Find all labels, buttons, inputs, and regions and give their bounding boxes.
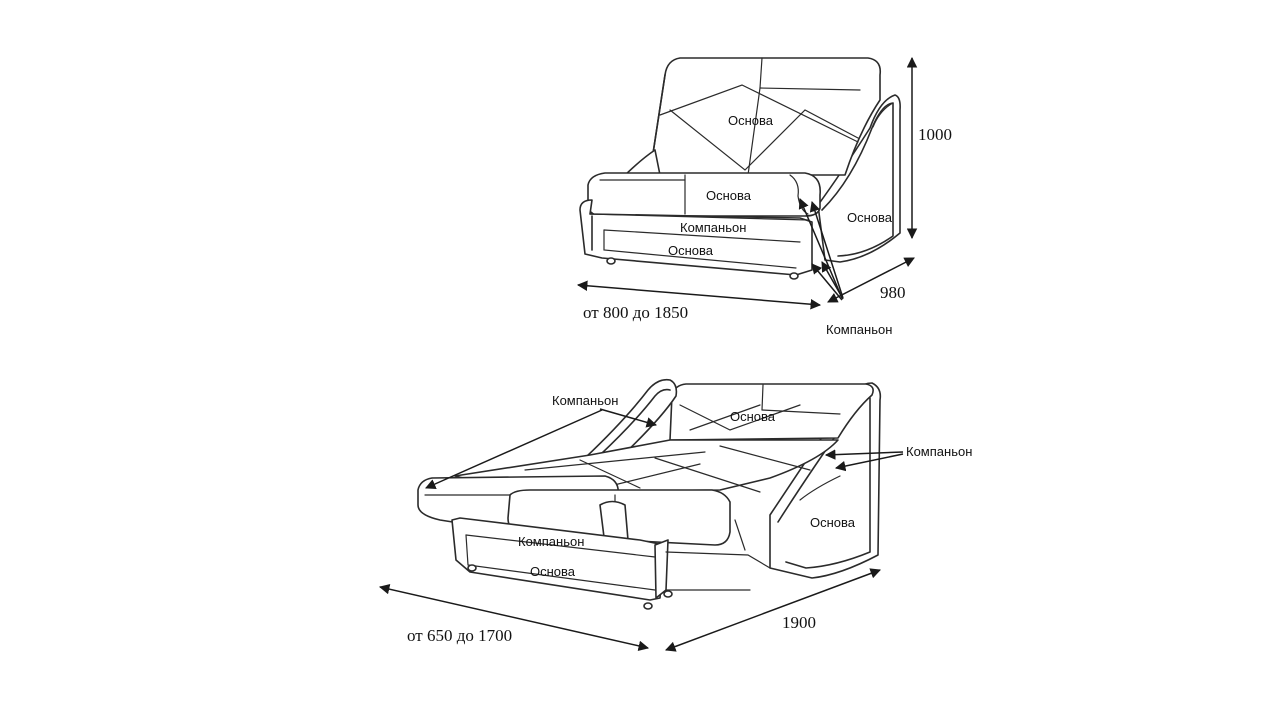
bottom-width-dim-line	[378, 583, 650, 652]
top-front-lower-label: Основа	[668, 243, 714, 258]
top-callout-label: Компаньон	[826, 322, 892, 337]
bottom-left-callout-label: Компаньон	[552, 393, 618, 408]
top-height-dim: 1000	[918, 125, 952, 144]
top-seat-label: Основа	[706, 188, 752, 203]
bottom-length-dim-line	[665, 568, 881, 652]
top-depth-dim: 980	[880, 283, 906, 302]
top-back-label: Основа	[728, 113, 774, 128]
top-side-label: Основа	[847, 210, 893, 225]
top-width-dim-line	[576, 280, 822, 310]
bottom-right-callout-label: Компаньон	[906, 444, 972, 459]
bottom-back-label: Основа	[730, 409, 776, 424]
top-front-upper-label: Компаньон	[680, 220, 746, 235]
bottom-front-lower-label: Основа	[530, 564, 576, 579]
bottom-side-label: Основа	[810, 515, 856, 530]
bottom-width-dim: от 650 до 1700	[407, 626, 512, 645]
top-depth-dim-line	[827, 257, 915, 303]
top-width-dim: от 800 до 1850	[583, 303, 688, 322]
unfolded-sofa-drawing	[417, 378, 882, 610]
folded-sofa-drawing	[579, 57, 901, 280]
bottom-length-dim: 1900	[782, 613, 816, 632]
bottom-front-upper-label: Компаньон	[518, 534, 584, 549]
bottom-callout-arrows	[425, 408, 904, 489]
